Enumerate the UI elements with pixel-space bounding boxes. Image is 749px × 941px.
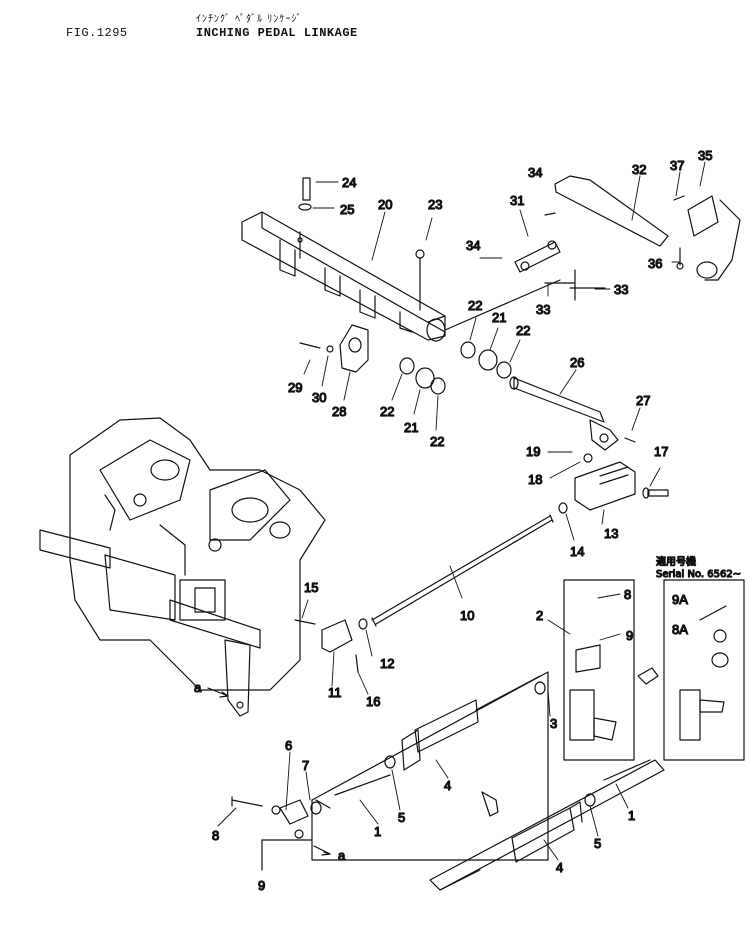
actuator-lower (429, 759, 665, 891)
callout-3: 3 (550, 716, 557, 731)
callout-24: 24 (342, 175, 356, 190)
callout-17: 17 (654, 444, 668, 459)
rod-end-assembly (231, 796, 322, 871)
callout-4b: 4 (556, 860, 563, 875)
callout-12: 12 (380, 656, 394, 671)
callout-15: 15 (304, 580, 318, 595)
figure-number: FIG.1295 (66, 26, 128, 40)
callout-20: 20 (378, 197, 392, 212)
callout-33: 33 (614, 282, 628, 297)
bushings (399, 279, 561, 395)
title-japanese: ｲﾝﾁﾝｸﾞ ﾍﾟﾀﾞﾙ ﾘﾝｹｰｼﾞ (196, 14, 303, 25)
rod (294, 514, 554, 673)
callout-37: 37 (670, 158, 684, 173)
arrows (207, 687, 499, 856)
callout-22b: 22 (516, 323, 530, 338)
callout-2: 2 (536, 608, 543, 623)
callout-21: 21 (492, 310, 506, 325)
callout-1: 1 (374, 824, 381, 839)
clevis (558, 453, 669, 514)
callout-19: 19 (526, 444, 540, 459)
callout-9: 9 (626, 628, 633, 643)
callout-35: 35 (698, 148, 712, 163)
callout-22d: 22 (430, 434, 444, 449)
callout-30: 30 (312, 390, 326, 405)
callout-11: 11 (328, 685, 342, 700)
leader-lines (217, 161, 706, 861)
actuator-upper (311, 671, 549, 861)
callout-16: 16 (366, 694, 380, 709)
callout-8: 8 (624, 587, 631, 602)
diagram-title: INCHING PEDAL LINKAGE (196, 26, 358, 40)
callout-23: 23 (428, 197, 442, 212)
callout-a2: a (338, 848, 346, 863)
callout-36: 36 (648, 256, 662, 271)
callout-26: 26 (570, 355, 584, 370)
callout-22c: 22 (380, 404, 394, 419)
cross-shaft (509, 376, 636, 451)
callout-22: 22 (468, 298, 482, 313)
callout-5b: 5 (594, 836, 601, 851)
callout-29: 29 (288, 380, 302, 395)
callout-27: 27 (636, 393, 650, 408)
callout-31: 31 (510, 193, 524, 208)
callout-14: 14 (570, 544, 584, 559)
callout-33b: 33 (536, 302, 550, 317)
callout-6: 6 (285, 738, 292, 753)
serial-inset (563, 579, 745, 761)
transmission-housing (39, 417, 326, 717)
callout-9b: 9 (258, 878, 265, 893)
callout-4: 4 (444, 778, 451, 793)
callout-21b: 21 (404, 420, 418, 435)
serial-japanese: 適用号機 (656, 555, 696, 568)
callout-9A: 9A (672, 592, 688, 607)
callout-7: 7 (302, 758, 309, 773)
serial-text: Serial No. 6562~ (656, 569, 741, 580)
callout-18: 18 (528, 472, 542, 487)
callout-13: 13 (604, 526, 618, 541)
upper-bracket (241, 177, 446, 373)
callout-28: 28 (332, 404, 346, 419)
upper-linkage (514, 175, 741, 301)
callout-1b: 1 (628, 808, 635, 823)
callout-8A: 8A (672, 622, 688, 637)
serial-note: 適用号機 Serial No. 6562~ (655, 554, 741, 580)
callout-labels: 24 25 20 23 34 31 32 37 35 34 36 33 33 2… (193, 147, 713, 893)
callout-10: 10 (460, 608, 474, 623)
callout-25: 25 (340, 202, 354, 217)
callout-34b: 34 (528, 165, 542, 180)
callout-8b: 8 (212, 828, 219, 843)
callout-34: 34 (466, 238, 480, 253)
callout-5: 5 (398, 810, 405, 825)
callout-32: 32 (632, 162, 646, 177)
callout-a: a (194, 680, 202, 695)
